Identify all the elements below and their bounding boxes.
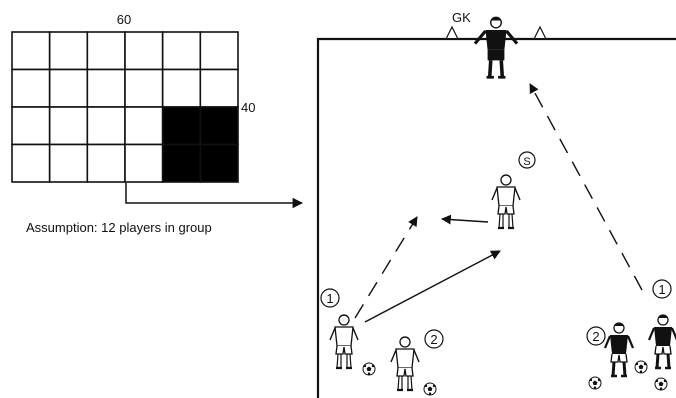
svg-text:2: 2	[592, 329, 599, 344]
ball-right-two	[588, 376, 602, 390]
left-run-dashed-arrow	[354, 216, 418, 319]
grid-cell	[199, 31, 239, 71]
left-player-one-badge: 1	[320, 288, 340, 308]
assumption-text: Assumption: 12 players in group	[26, 220, 212, 235]
grid-cell	[11, 106, 51, 146]
grid-cell-filled	[199, 143, 239, 183]
right-post-cone	[531, 26, 549, 40]
grid-cell	[48, 68, 89, 108]
svg-text:2: 2	[430, 332, 437, 347]
grid-cell	[124, 106, 164, 146]
right-run-dashed-arrow	[529, 83, 643, 291]
field-grid	[11, 31, 239, 183]
grid-cell	[48, 106, 89, 146]
server-pass-arrow	[441, 214, 489, 225]
svg-text:1: 1	[658, 282, 665, 297]
grid-cell	[86, 31, 126, 71]
grid-cell	[199, 68, 239, 108]
server-player	[490, 173, 522, 230]
ball-left-two	[423, 382, 437, 396]
grid-width-label: 60	[117, 12, 131, 27]
right-player-one	[647, 313, 676, 370]
field-boundary	[316, 37, 676, 398]
svg-text:1: 1	[326, 291, 333, 306]
grid-cell	[11, 68, 51, 108]
left-pass-arrow	[364, 250, 501, 323]
right-player-two	[603, 321, 635, 378]
grid-to-field-arrow	[125, 183, 304, 209]
left-player-two-badge: 2	[424, 329, 444, 349]
right-player-one-badge: 1	[652, 279, 672, 299]
grid-cell-filled	[161, 106, 202, 146]
grid-cell	[48, 143, 89, 183]
grid-cell	[124, 31, 164, 71]
grid-cell-filled	[161, 143, 202, 183]
left-player-two	[389, 335, 421, 392]
ball-right-one-a	[634, 360, 648, 374]
grid-cell	[11, 143, 51, 183]
grid-cell	[161, 68, 202, 108]
right-player-two-badge: 2	[586, 326, 606, 346]
left-player-one	[328, 313, 360, 370]
goalkeeper-figure	[473, 16, 519, 79]
grid-height-label: 40	[241, 100, 255, 115]
grid-cell	[86, 143, 126, 183]
grid-cell	[48, 31, 89, 71]
ball-right-one-b	[654, 377, 668, 391]
grid-cell	[86, 106, 126, 146]
goalkeeper-label: GK	[452, 10, 471, 25]
left-post-cone	[443, 26, 461, 40]
ball-left-one	[362, 362, 376, 376]
grid-cell	[124, 68, 164, 108]
grid-cell	[124, 143, 164, 183]
grid-cell	[86, 68, 126, 108]
grid-cell	[161, 31, 202, 71]
svg-text:S: S	[523, 156, 530, 168]
server-badge: S	[518, 151, 536, 169]
grid-cell-filled	[199, 106, 239, 146]
grid-cell	[11, 31, 51, 71]
